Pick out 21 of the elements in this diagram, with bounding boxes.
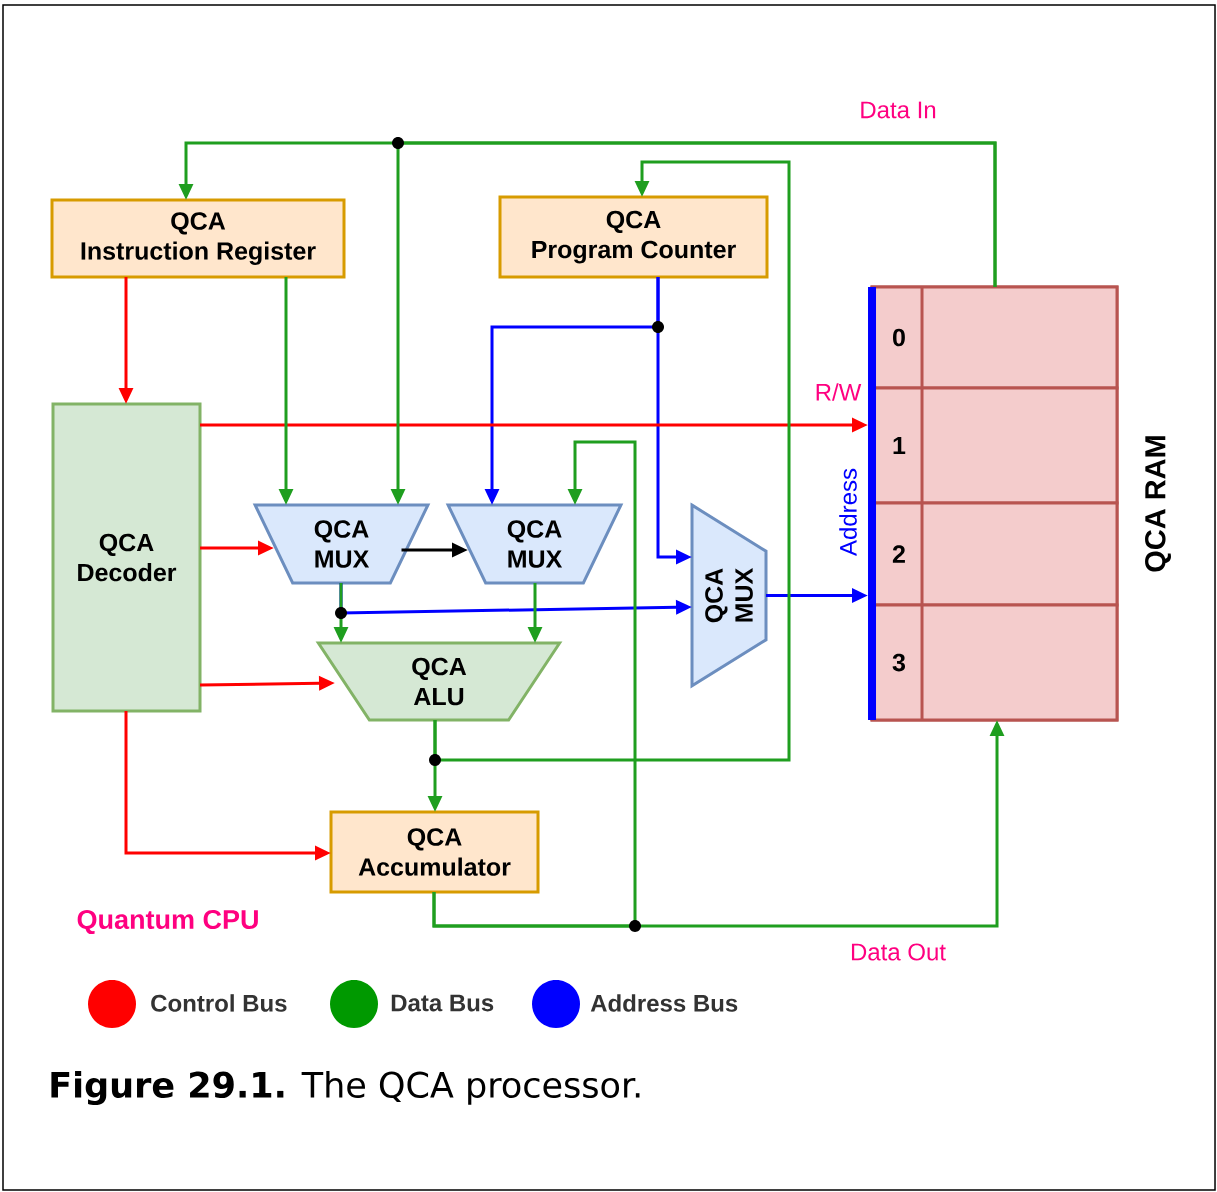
legend-label: Control Bus (151, 994, 287, 1012)
edge-label: Data In (857, 99, 939, 121)
memory-cell: 3 (870, 603, 1119, 722)
memory-cell: 0 (870, 285, 1119, 390)
process-box: QCA Program Counter (498, 195, 769, 279)
legend-label: Address Bus (590, 994, 738, 1012)
memory-cell: 2 (870, 501, 1119, 607)
node-label: QCA RAM (1145, 436, 1171, 572)
legend-label: Data Bus (391, 994, 494, 1012)
arrow (433, 160, 791, 762)
process-box: QCA Instruction Register (50, 198, 346, 279)
edge-label: R/W (812, 381, 864, 403)
figure-caption: Figure 29.1. The QCA processor. (51, 1070, 640, 1106)
edge-label: Address (837, 466, 859, 559)
address-bus-bar (868, 287, 876, 720)
process-box: QCA Decoder (51, 402, 202, 713)
arrow (432, 440, 637, 928)
memory-cell: 1 (870, 386, 1119, 505)
section-label: Quantum CPU (77, 909, 258, 935)
edge-label: Data Out (848, 941, 949, 963)
process-box: QCA Accumulator (329, 810, 540, 894)
